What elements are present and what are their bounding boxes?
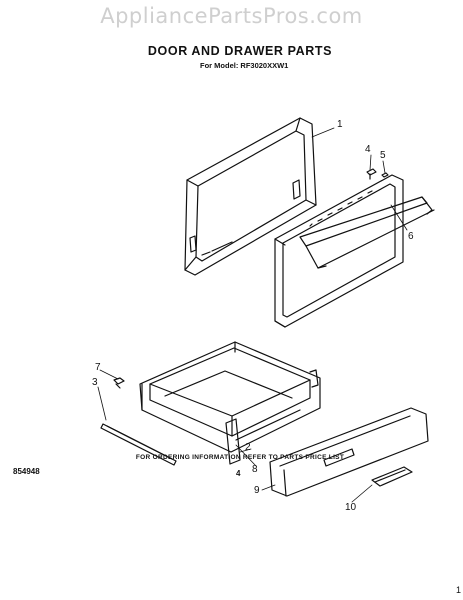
callout-5: 5 [380,150,386,161]
document-number: 854948 [13,467,40,476]
diagram-title: DOOR AND DRAWER PARTS [147,44,333,58]
callout-3: 3 [92,377,98,388]
callout-9: 9 [254,485,260,496]
watermark: AppliancePartsPros.com [100,4,363,28]
ordering-note: FOR ORDERING INFORMATION REFER TO PARTS … [135,454,345,461]
callout-6: 6 [408,231,414,242]
callout-10: 10 [345,502,357,513]
page-number: 4 [236,469,241,478]
callout-1: 1 [337,119,343,130]
outer-door-panel [274,174,435,328]
corner-mark: 1 [456,585,462,595]
inner-door-panel [184,117,317,276]
callout-2: 2 [245,442,251,453]
callout-4: 4 [365,144,371,155]
drawer-bracket [225,409,301,465]
drawer-clip [113,377,125,389]
drawer-rail [100,423,177,466]
drawer-body [139,341,321,453]
drawer-front-panel [269,407,429,497]
fastener [366,168,389,180]
callout-8: 8 [252,464,258,475]
callout-7: 7 [95,362,101,373]
leader-lines [97,127,408,503]
drawer-handle [371,466,413,487]
model-line: For Model: RF3020XXW1 [200,61,289,70]
